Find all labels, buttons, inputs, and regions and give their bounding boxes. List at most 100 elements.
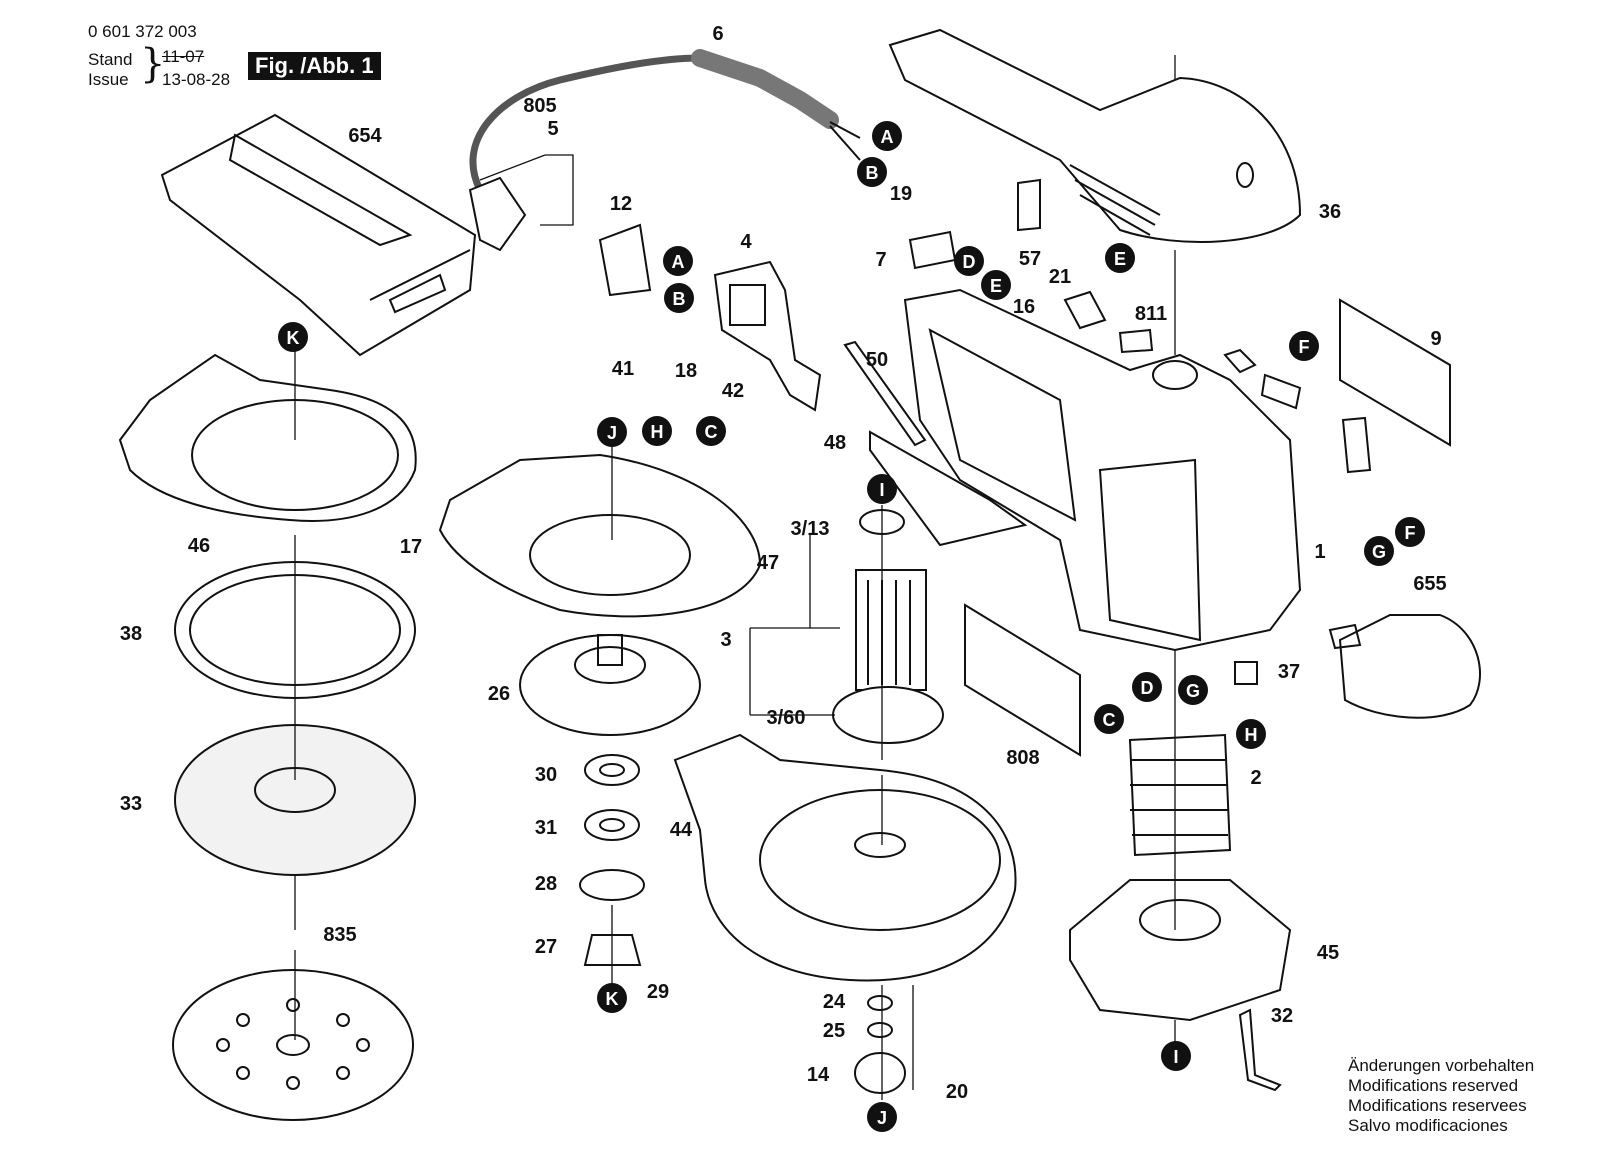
part-label: 7 [875,249,886,271]
part-label: 42 [722,380,744,402]
part-label: 18 [675,360,697,382]
connector-badge-a: A [663,246,693,276]
fan-cover-46-drawing [118,353,417,522]
figure-badge: Fig. /Abb. 1 [248,52,381,80]
connector-badges: A B A B H C D E E F F G K J I K J D G C … [278,121,1425,1132]
part-label: 12 [610,193,632,215]
fan-26-drawing [519,634,701,736]
part-label: 1 [1314,541,1325,563]
connector-letter: F [1405,523,1416,543]
part-label: 24 [823,991,846,1013]
part-label: 21 [1049,266,1071,288]
connector-letter: B [673,289,686,309]
connector-badge-b: B [857,157,887,187]
notice-line: Modifications reservees [1348,1096,1527,1115]
part-label: 30 [535,764,557,786]
part-label: 14 [807,1064,830,1086]
switch-4-drawing [713,260,822,412]
washers-drawing [854,995,906,1094]
part-label: 808 [1006,747,1039,769]
end-cap-655-drawing [1328,614,1481,719]
connector-badge-d: D [1132,672,1162,702]
brace-icon: } [140,41,166,87]
stator-drawing [1128,733,1232,857]
power-cord-drawing [468,49,861,252]
part-label: 9 [1430,328,1441,350]
connector-badge-c: C [696,416,726,446]
part-label: 19 [890,183,912,205]
connector-letter: K [606,989,619,1009]
connector-badge-j: J [867,1102,897,1132]
connector-letter: E [1114,249,1126,269]
part-label: 44 [670,819,693,841]
connector-letter: I [879,480,884,500]
bracket-3 [749,535,840,716]
dust-bag-drawing [160,113,477,357]
part-label: 2 [1250,767,1261,789]
part-label: 3/60 [767,707,806,729]
label-plate-9-drawing [1339,298,1451,447]
connector-letter: H [1245,725,1258,745]
connector-badge-k: K [278,322,308,352]
part-label: 28 [535,873,557,895]
issue-date: 13-08-28 [162,70,231,89]
connector-badge-b: B [664,283,694,313]
connector-letter: J [607,423,617,443]
connector-badge-c: C [1094,704,1124,734]
part-label: 45 [1317,942,1339,964]
connector-badge-d: D [954,246,984,276]
connector-letter: A [881,127,894,147]
stand-date: 11-07 [162,47,205,66]
notice-line: Modifications reserved [1348,1076,1519,1095]
part-label: 3 [720,629,731,651]
base-44-drawing [673,733,1017,982]
part-label: 16 [1013,296,1035,318]
connector-badge-k: K [597,983,627,1013]
connector-letter: F [1299,337,1310,357]
connector-letter: G [1186,681,1200,701]
part-label: 37 [1278,661,1300,683]
part-label: 20 [946,1081,968,1103]
part-label: 3/13 [791,518,830,540]
part-label: 655 [1413,573,1446,595]
armature-drawing [832,509,944,744]
connector-badge-e: E [1105,243,1135,273]
connector-letter: J [877,1108,887,1128]
part-label: 31 [535,817,557,839]
part-label: 38 [120,623,142,645]
part-label: 811 [1135,303,1167,325]
part-label: 47 [757,552,779,574]
bracket-45-drawing [1069,879,1292,1022]
part-label: 29 [647,981,669,1003]
document-number: 0 601 372 003 [88,22,197,41]
connector-badge-a: A [872,121,902,151]
part-label: 26 [488,683,510,705]
part-label: 36 [1319,201,1341,223]
connector-badge-h: H [642,416,672,446]
part-label: 25 [823,1020,845,1042]
leader-lines [294,55,1176,1100]
sanding-sheet-drawing [172,969,414,1121]
drawings [118,28,1481,1121]
connector-letter: E [990,276,1002,296]
notice-line: Salvo modificaciones [1348,1116,1508,1135]
handle-cover-drawing [888,28,1302,243]
label-plate-808-drawing [964,603,1081,757]
part-label: 33 [120,793,142,815]
connector-letter: D [1141,678,1154,698]
connector-badge-g: G [1364,536,1394,566]
connector-badge-i: I [867,474,897,504]
stand-label: Stand [88,50,133,69]
connector-badge-h: H [1236,719,1266,749]
connector-badge-f: F [1395,517,1425,547]
connector-badge-g: G [1178,675,1208,705]
part-label: 4 [740,231,752,253]
connector-letter: C [1103,710,1116,730]
connector-letter: G [1372,542,1386,562]
bearings-drawing [579,754,645,966]
bracket-5 [479,154,574,226]
connector-badge-j: J [597,417,627,447]
connector-letter: H [651,422,664,442]
